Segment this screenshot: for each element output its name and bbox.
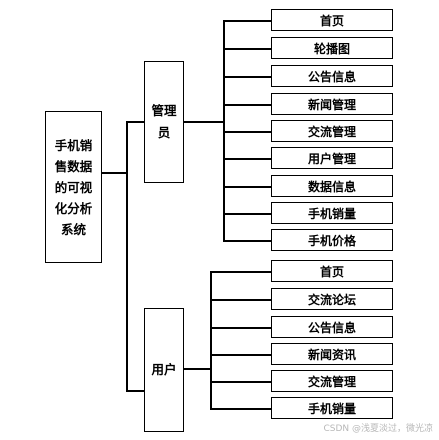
branch-admin-0	[223, 20, 271, 22]
user-child-node: 新闻资讯	[271, 343, 393, 365]
branch-admin-8	[223, 240, 271, 242]
admin-label: 管理员	[151, 103, 177, 140]
admin-child-label: 交流管理	[307, 124, 356, 139]
user-child-label: 首页	[319, 264, 344, 279]
connector-root-out	[102, 172, 127, 174]
admin-child-label: 首页	[319, 13, 344, 28]
connector-admin-spine	[223, 20, 225, 241]
connector-to-admin	[126, 121, 144, 123]
user-child-node: 交流管理	[271, 370, 393, 392]
branch-user-2	[210, 327, 271, 329]
admin-child-node: 轮播图	[271, 37, 393, 59]
user-child-label: 手机销量	[307, 401, 356, 416]
root-node: 手机销售数据的可视化分析系统	[45, 111, 102, 263]
branch-admin-1	[223, 48, 271, 50]
admin-child-label: 数据信息	[307, 179, 356, 194]
branch-admin-4	[223, 131, 271, 133]
admin-child-label: 用户管理	[307, 151, 356, 166]
user-child-node: 手机销量	[271, 397, 393, 419]
connector-spine	[126, 121, 128, 391]
branch-user-3	[210, 354, 271, 356]
branch-user-5	[210, 408, 271, 410]
user-child-node: 交流论坛	[271, 288, 393, 310]
user-child-label: 公告信息	[307, 320, 356, 335]
user-child-node: 首页	[271, 260, 393, 282]
admin-child-node: 手机销量	[271, 202, 393, 224]
branch-admin-6	[223, 186, 271, 188]
root-label: 手机销售数据的可视化分析系统	[54, 137, 93, 237]
connector-to-user	[126, 390, 144, 392]
user-label: 用户	[151, 362, 177, 377]
admin-node: 管理员	[144, 61, 184, 183]
branch-admin-3	[223, 104, 271, 106]
connector-admin-out	[184, 121, 224, 123]
branch-user-4	[210, 381, 271, 383]
admin-child-node: 新闻管理	[271, 93, 393, 115]
user-child-label: 交流论坛	[307, 292, 356, 307]
admin-child-node: 手机价格	[271, 229, 393, 251]
admin-child-node: 公告信息	[271, 65, 393, 87]
admin-child-node: 交流管理	[271, 120, 393, 142]
admin-child-label: 轮播图	[313, 41, 350, 56]
user-child-label: 新闻资讯	[307, 347, 356, 362]
admin-child-label: 公告信息	[307, 69, 356, 84]
connector-user-out	[184, 368, 210, 370]
user-node: 用户	[144, 308, 184, 432]
admin-child-node: 用户管理	[271, 147, 393, 169]
admin-child-label: 新闻管理	[307, 97, 356, 112]
branch-admin-7	[223, 213, 271, 215]
branch-user-0	[210, 271, 271, 273]
admin-child-label: 手机价格	[307, 233, 356, 248]
watermark: CSDN @浅夏淡过，微光凉	[323, 424, 433, 434]
admin-child-label: 手机销量	[307, 206, 356, 221]
admin-child-node: 数据信息	[271, 175, 393, 197]
admin-child-node: 首页	[271, 9, 393, 31]
user-child-label: 交流管理	[307, 374, 356, 389]
user-child-node: 公告信息	[271, 316, 393, 338]
branch-user-1	[210, 299, 271, 301]
branch-admin-5	[223, 158, 271, 160]
branch-admin-2	[223, 76, 271, 78]
connector-user-spine	[210, 271, 212, 409]
